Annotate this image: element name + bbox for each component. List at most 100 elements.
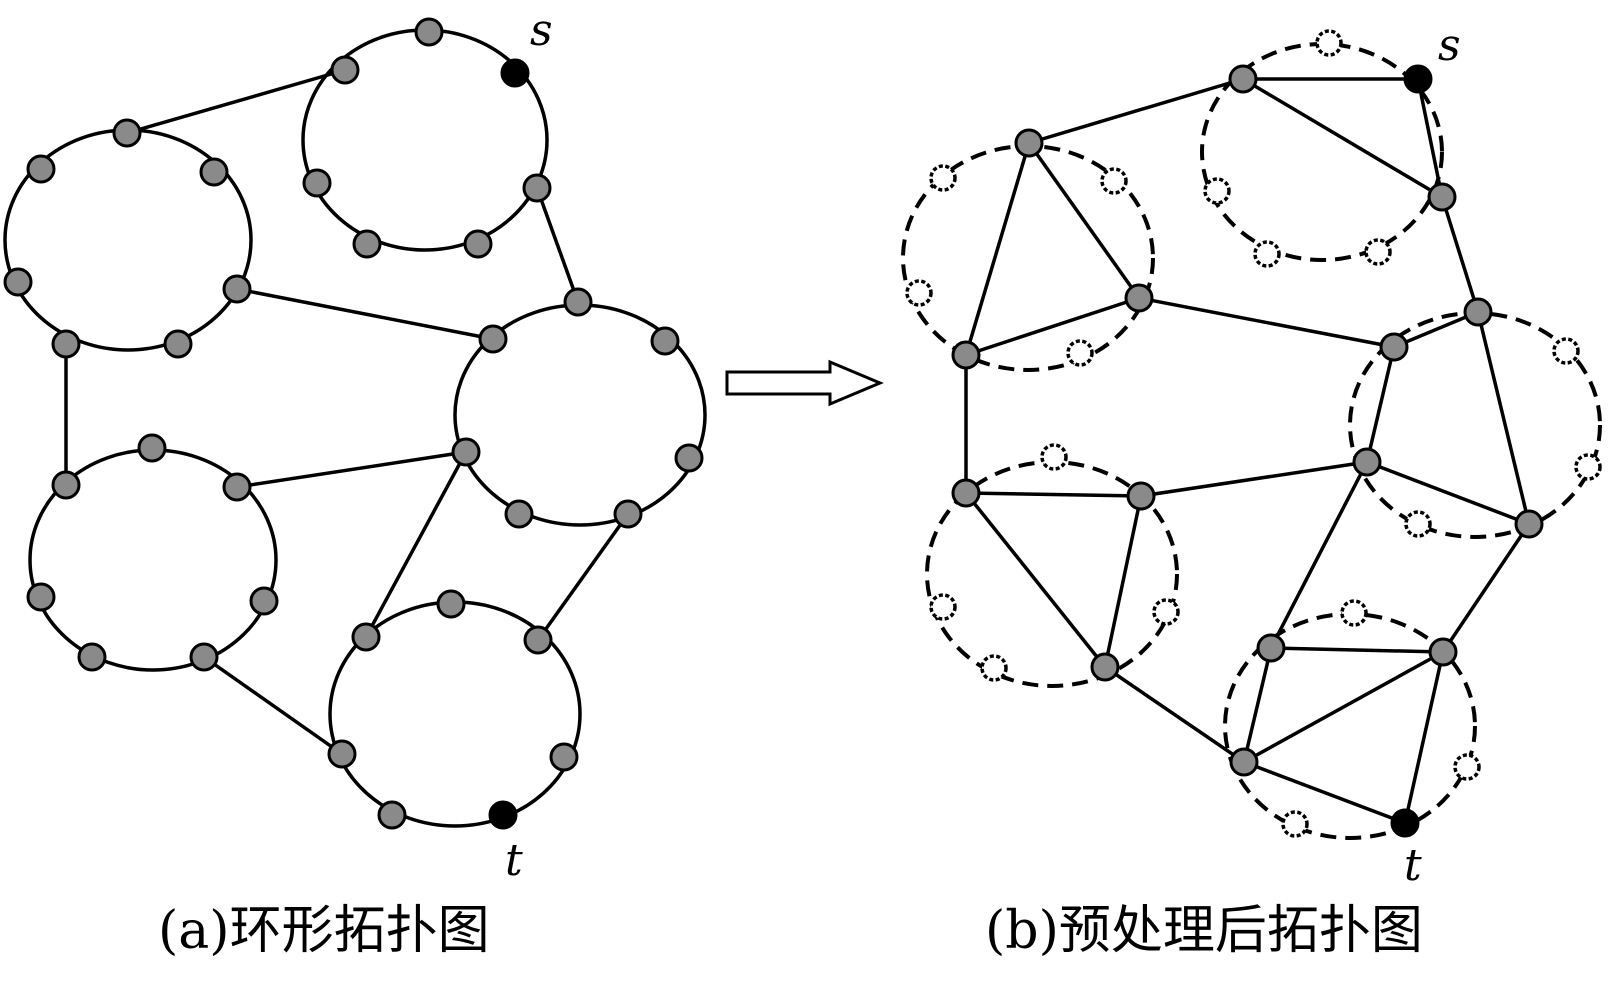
hollow-node bbox=[1152, 598, 1180, 626]
node bbox=[1428, 637, 1458, 667]
link-a bbox=[364, 451, 468, 638]
link-b bbox=[1441, 523, 1531, 653]
node bbox=[1463, 297, 1493, 327]
link-a bbox=[126, 68, 346, 135]
node bbox=[189, 642, 219, 672]
node bbox=[3, 267, 33, 297]
node bbox=[137, 433, 167, 463]
node bbox=[563, 287, 593, 317]
transform-arrow bbox=[725, 359, 884, 407]
link-a bbox=[536, 512, 630, 642]
link-b bbox=[1476, 311, 1531, 525]
node bbox=[1126, 481, 1156, 511]
link-b bbox=[1028, 77, 1244, 145]
target-node bbox=[488, 800, 518, 830]
node bbox=[302, 168, 332, 198]
node bbox=[1090, 652, 1120, 682]
hollow-node bbox=[929, 593, 957, 621]
source-node bbox=[1403, 64, 1433, 94]
node bbox=[504, 499, 534, 529]
node bbox=[1124, 283, 1154, 313]
link-a bbox=[236, 450, 467, 489]
source-label: s bbox=[1438, 20, 1461, 71]
hollow-node bbox=[1100, 167, 1128, 195]
node bbox=[522, 173, 552, 203]
node bbox=[1427, 182, 1457, 212]
node bbox=[436, 589, 466, 619]
panel-a-ring-topology: s t bbox=[3, 5, 707, 886]
link-b bbox=[965, 296, 1140, 357]
hollow-node bbox=[1552, 337, 1580, 365]
link-b bbox=[1242, 77, 1443, 199]
link-b bbox=[1242, 647, 1273, 763]
hollow-node bbox=[1203, 177, 1231, 205]
link-a bbox=[236, 287, 494, 341]
link-b bbox=[964, 491, 1107, 669]
node bbox=[352, 229, 382, 259]
node bbox=[327, 739, 357, 769]
node bbox=[222, 274, 252, 304]
source-label: s bbox=[530, 5, 553, 56]
node bbox=[199, 157, 229, 187]
node bbox=[77, 642, 107, 672]
target-label: t bbox=[1404, 840, 1422, 891]
node bbox=[478, 324, 508, 354]
node bbox=[951, 478, 981, 508]
link-b bbox=[1403, 651, 1445, 824]
panel-b-preprocessed-topology: s t bbox=[901, 20, 1602, 891]
node bbox=[674, 443, 704, 473]
node bbox=[451, 437, 481, 467]
hollow-node bbox=[1340, 599, 1368, 627]
node bbox=[377, 800, 407, 830]
node bbox=[249, 586, 279, 616]
node bbox=[351, 622, 381, 652]
target-label: t bbox=[505, 835, 523, 886]
link-b bbox=[1104, 665, 1245, 764]
link-b bbox=[1416, 78, 1444, 198]
link-b bbox=[964, 142, 1031, 356]
hollow-node bbox=[980, 654, 1008, 682]
source-node bbox=[500, 58, 530, 88]
hollow-node bbox=[905, 279, 933, 307]
caption-preprocessed-topology: (b)预处理后拓扑图 bbox=[985, 901, 1423, 961]
node bbox=[26, 154, 56, 184]
link-b bbox=[1243, 650, 1444, 764]
node bbox=[414, 17, 444, 47]
link-b bbox=[1027, 141, 1141, 300]
link-b bbox=[1393, 310, 1479, 349]
node bbox=[330, 55, 360, 85]
node bbox=[463, 229, 493, 259]
hollow-node bbox=[1574, 453, 1602, 481]
hollow-node bbox=[929, 164, 957, 192]
link-b bbox=[1270, 646, 1444, 654]
node bbox=[1228, 64, 1258, 94]
node bbox=[1256, 633, 1286, 663]
node bbox=[951, 340, 981, 370]
node bbox=[1379, 332, 1409, 362]
link-b bbox=[965, 491, 1142, 498]
link-a bbox=[202, 655, 344, 756]
node bbox=[163, 329, 193, 359]
node bbox=[1014, 128, 1044, 158]
link-b bbox=[1243, 760, 1406, 825]
node bbox=[1352, 447, 1382, 477]
target-node bbox=[1390, 808, 1420, 838]
hollow-node bbox=[1364, 238, 1392, 266]
link-b bbox=[1140, 460, 1368, 498]
node bbox=[51, 470, 81, 500]
node bbox=[26, 582, 56, 612]
hollow-node bbox=[1281, 810, 1309, 838]
hollow-node bbox=[1453, 753, 1481, 781]
node bbox=[523, 625, 553, 655]
link-a bbox=[535, 187, 580, 303]
node bbox=[222, 472, 252, 502]
node bbox=[650, 326, 680, 356]
node bbox=[112, 118, 142, 148]
node bbox=[549, 742, 579, 772]
node bbox=[51, 329, 81, 359]
link-b bbox=[1440, 196, 1480, 313]
link-b bbox=[1269, 461, 1369, 649]
hollow-node bbox=[1404, 510, 1432, 538]
caption-ring-topology: (a)环形拓扑图 bbox=[158, 901, 490, 961]
